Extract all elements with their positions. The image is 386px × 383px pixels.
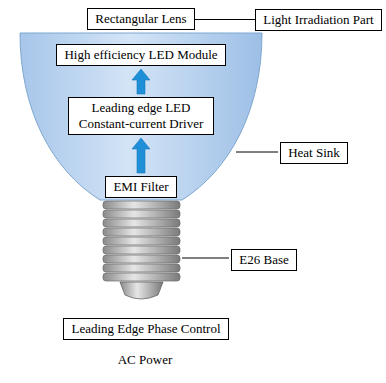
screw-base — [103, 201, 180, 281]
box-text: High efficiency LED Module — [63, 47, 219, 63]
box-text: Leading Edge Phase Control — [70, 321, 222, 337]
leader-line — [182, 258, 229, 259]
part-box: Light Irradiation Part — [255, 9, 382, 31]
thread-band — [103, 210, 180, 218]
module-box: High efficiency LED Module — [56, 44, 226, 66]
flow-arrow — [132, 138, 150, 173]
filter-box: EMI Filter — [105, 176, 177, 198]
box-text: Light Irradiation Part — [262, 12, 375, 28]
thread-band — [103, 273, 180, 281]
lens-box: Rectangular Lens — [87, 8, 195, 30]
base-tip — [120, 282, 163, 299]
thread-band — [103, 237, 180, 245]
control-box: Leading Edge Phase Control — [63, 318, 229, 340]
leader-line — [195, 19, 255, 20]
box-text: EMI Filter — [112, 179, 170, 195]
driver-box: Leading edge LED Constant-current Driver — [68, 97, 214, 135]
box-text: Leading edge LED Constant-current Driver — [75, 100, 207, 132]
power-label: AC Power — [118, 352, 173, 368]
thread-band — [103, 219, 180, 227]
box-text: Rectangular Lens — [94, 11, 188, 27]
thread-band — [103, 228, 180, 236]
heat-sink-body — [20, 33, 262, 200]
box-text: E26 Base — [238, 252, 290, 268]
box-text: Heat Sink — [287, 145, 341, 161]
thread-band — [103, 201, 180, 209]
part-box: Heat Sink — [280, 142, 348, 164]
thread-band — [103, 264, 180, 272]
leader-line — [236, 152, 278, 153]
thread-band — [103, 246, 180, 254]
flow-arrow — [132, 69, 150, 94]
part-box: E26 Base — [231, 249, 297, 271]
thread-band — [103, 255, 180, 263]
